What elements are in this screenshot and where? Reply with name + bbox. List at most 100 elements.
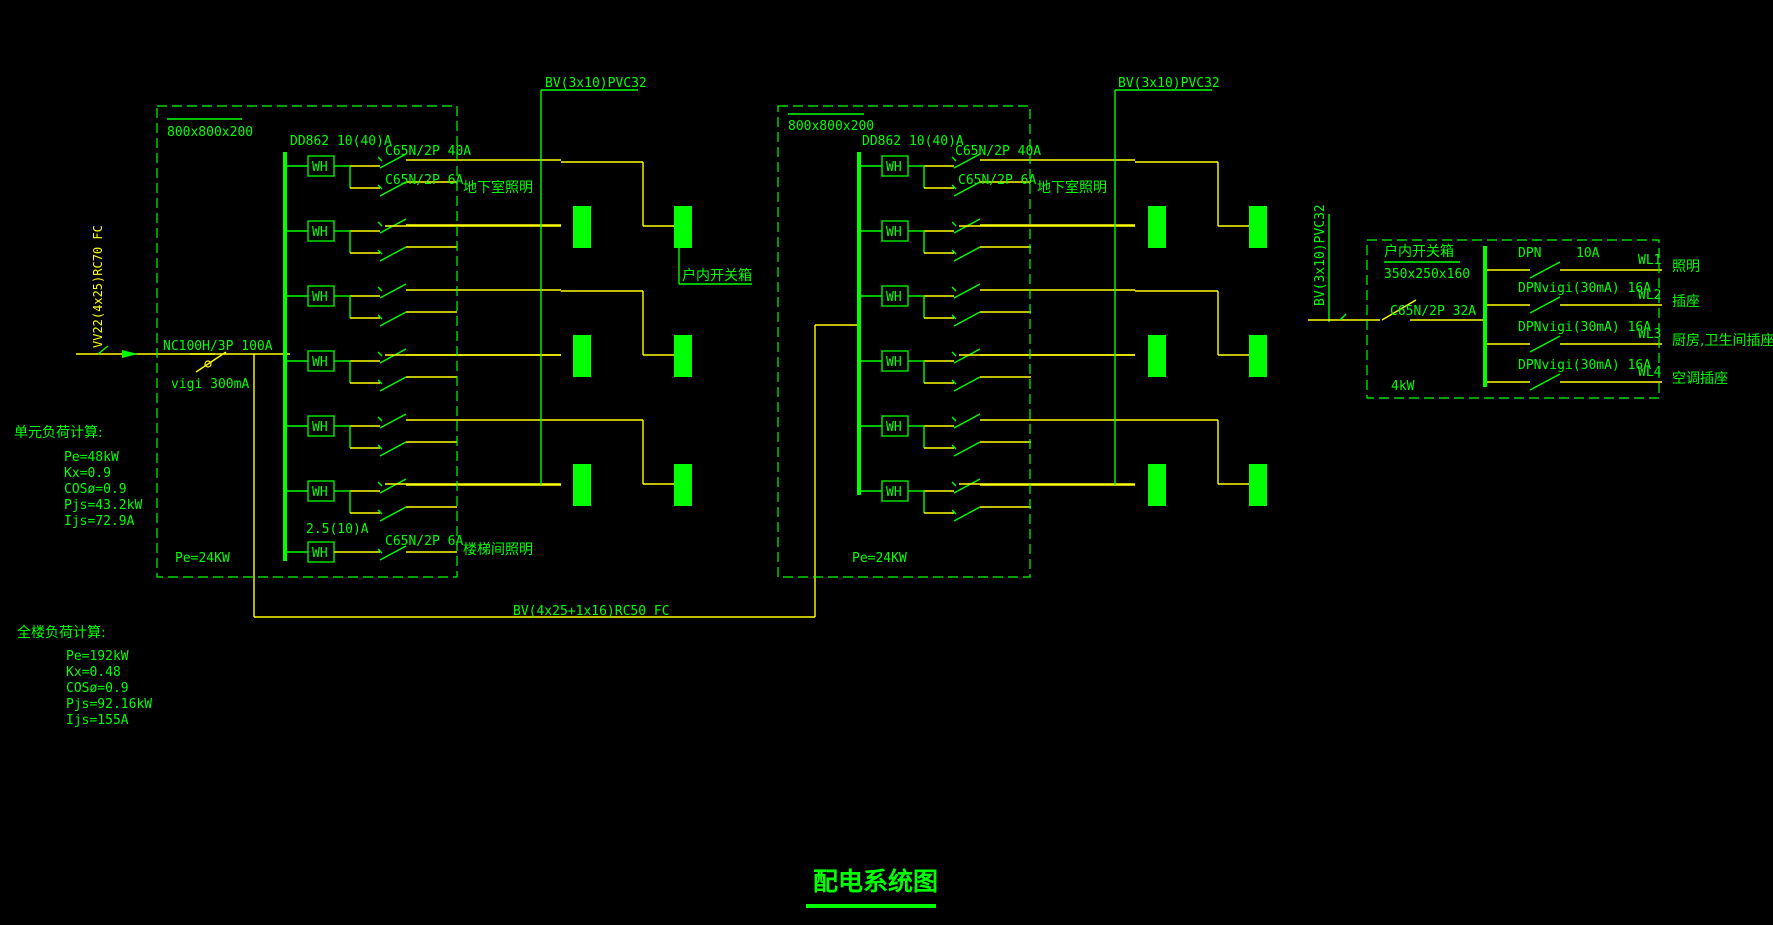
kwh-meter-label: WH bbox=[312, 225, 328, 240]
panel-right-br-light: C65N/2P 6A bbox=[958, 173, 1036, 188]
breaker-mark bbox=[377, 221, 383, 227]
breaker-mark bbox=[377, 286, 383, 292]
household-circuit-rating: 10A bbox=[1576, 246, 1600, 261]
building-calc-line: Kx=0.48 bbox=[66, 665, 121, 680]
breaker-switch bbox=[379, 283, 407, 299]
panel-right-br-main: C65N/2P 40A bbox=[955, 144, 1041, 159]
kwh-meter-label: WH bbox=[886, 225, 902, 240]
unit-calc-line: COSø=0.9 bbox=[64, 482, 127, 497]
breaker-mark bbox=[951, 481, 957, 487]
kwh-meter-label: WH bbox=[886, 290, 902, 305]
panel-left-riser-label: BV(3x10)PVC32 bbox=[545, 76, 647, 91]
incoming-rcd-label: vigi 300mA bbox=[171, 377, 249, 392]
breaker-mark bbox=[377, 156, 383, 162]
breaker-switch bbox=[379, 506, 407, 522]
household-box-block bbox=[1148, 335, 1166, 377]
household-box-block bbox=[573, 335, 591, 377]
household-box-block bbox=[573, 464, 591, 506]
building-calc-line: Pjs=92.16kW bbox=[66, 697, 152, 712]
trunk-feeder: BV(4x25+1x16)RC50 FC bbox=[253, 324, 860, 619]
breaker-switch bbox=[379, 413, 407, 429]
panel-left-stair-label: 楼梯间照明 bbox=[463, 542, 533, 558]
breaker-mark bbox=[951, 249, 957, 255]
panel-left-size: 800x800x200 bbox=[167, 125, 253, 140]
breaker-mark bbox=[377, 509, 383, 515]
panel-right: 800x800x200 DD862 10(40)A C65N/2P 40A C6… bbox=[777, 76, 1220, 578]
panel-right-size: 800x800x200 bbox=[788, 119, 874, 134]
panel-left-pe: Pe=24KW bbox=[175, 551, 230, 566]
panel-left-br-light: C65N/2P 6A bbox=[385, 173, 463, 188]
breaker-mark bbox=[951, 156, 957, 162]
breaker-mark bbox=[951, 416, 957, 422]
trunk-cable-label: BV(4x25+1x16)RC50 FC bbox=[513, 604, 670, 619]
household-size: 350x250x160 bbox=[1384, 267, 1470, 282]
breaker-switch bbox=[953, 506, 981, 522]
breaker-switch bbox=[953, 348, 981, 364]
unit-load-calc: 单元负荷计算: Pe=48kW Kx=0.9 COSø=0.9 Pjs=43.2… bbox=[14, 425, 142, 529]
incoming-cable-label: VV22(4x25)RC70 FC bbox=[91, 225, 105, 348]
drawing-title: 配电系统图 bbox=[813, 867, 938, 896]
kwh-meter-label: WH bbox=[312, 420, 328, 435]
breaker-mark bbox=[951, 221, 957, 227]
incoming-feeder: VV22(4x25)RC70 FC NC100H/3P 100A vigi 30… bbox=[76, 225, 290, 392]
breaker-mark bbox=[377, 444, 383, 450]
household-circuit-switch bbox=[1529, 335, 1561, 353]
household-box: BV(3x10)PVC32 户内开关箱 350x250x160 C65N/2P … bbox=[1308, 204, 1660, 399]
household-circuit-breaker: DPN bbox=[1518, 246, 1541, 261]
unit-calc-line: Pe=48kW bbox=[64, 450, 119, 465]
breaker-mark bbox=[951, 509, 957, 515]
panel-left-br-main: C65N/2P 40A bbox=[385, 144, 471, 159]
breaker-mark bbox=[377, 351, 383, 357]
kwh-meter-label: WH bbox=[312, 485, 328, 500]
breaker-mark bbox=[377, 416, 383, 422]
building-load-calc: 全楼负荷计算: Pe=192kW Kx=0.48 COSø=0.9 Pjs=92… bbox=[17, 624, 152, 728]
kwh-meter-label: WH bbox=[886, 355, 902, 370]
household-box-block bbox=[1148, 464, 1166, 506]
household-box-block bbox=[573, 206, 591, 248]
breaker-switch bbox=[953, 441, 981, 457]
panel-right-meter-label: DD862 10(40)A bbox=[862, 134, 964, 149]
household-box-block bbox=[1249, 335, 1267, 377]
household-box-block bbox=[1249, 206, 1267, 248]
household-box-block bbox=[1249, 464, 1267, 506]
household-circuit-switch bbox=[1529, 261, 1561, 279]
breaker-mark bbox=[951, 286, 957, 292]
breaker-switch bbox=[953, 376, 981, 392]
household-box-block bbox=[674, 464, 692, 506]
breaker-switch bbox=[379, 181, 407, 197]
household-box-block bbox=[1148, 206, 1166, 248]
household-circuit-id: WL1 bbox=[1638, 253, 1661, 268]
panel-left-meter-label: DD862 10(40)A bbox=[290, 134, 392, 149]
breaker-switch bbox=[953, 311, 981, 327]
household-circuit-breaker: DPNvigi(30mA) 16A bbox=[1518, 281, 1651, 296]
breaker-mark bbox=[951, 444, 957, 450]
breaker-switch bbox=[953, 478, 981, 494]
building-calc-heading: 全楼负荷计算: bbox=[17, 624, 106, 641]
breaker-mark bbox=[377, 481, 383, 487]
breaker-switch bbox=[379, 311, 407, 327]
unit-calc-line: Ijs=72.9A bbox=[64, 514, 135, 529]
breaker-mark bbox=[377, 379, 383, 385]
building-calc-line: COSø=0.9 bbox=[66, 681, 129, 696]
kwh-meter-label: WH bbox=[886, 485, 902, 500]
kwh-meter-label: WH bbox=[312, 355, 328, 370]
breaker-switch bbox=[379, 246, 407, 262]
kwh-meter-label: WH bbox=[312, 290, 328, 305]
breaker-mark bbox=[377, 249, 383, 255]
household-circuit-switch bbox=[1529, 373, 1561, 391]
household-circuit-use: 空调插座 bbox=[1672, 371, 1728, 387]
breaker-switch bbox=[379, 153, 407, 169]
kwh-meter-label: WH bbox=[312, 160, 328, 175]
breaker-switch bbox=[379, 545, 407, 561]
household-circuit-id: WL4 bbox=[1638, 365, 1662, 380]
household-box-block bbox=[674, 206, 692, 248]
unit-calc-line: Pjs=43.2kW bbox=[64, 498, 142, 513]
household-circuit-use: 插座 bbox=[1672, 294, 1700, 310]
household-circuit-id: WL2 bbox=[1638, 288, 1661, 303]
panel-left-basement-label: 地下室照明 bbox=[463, 179, 533, 196]
breaker-switch bbox=[953, 153, 981, 169]
breaker-mark bbox=[951, 379, 957, 385]
panel-left-stair-meter: 2.5(10)A bbox=[306, 522, 369, 537]
